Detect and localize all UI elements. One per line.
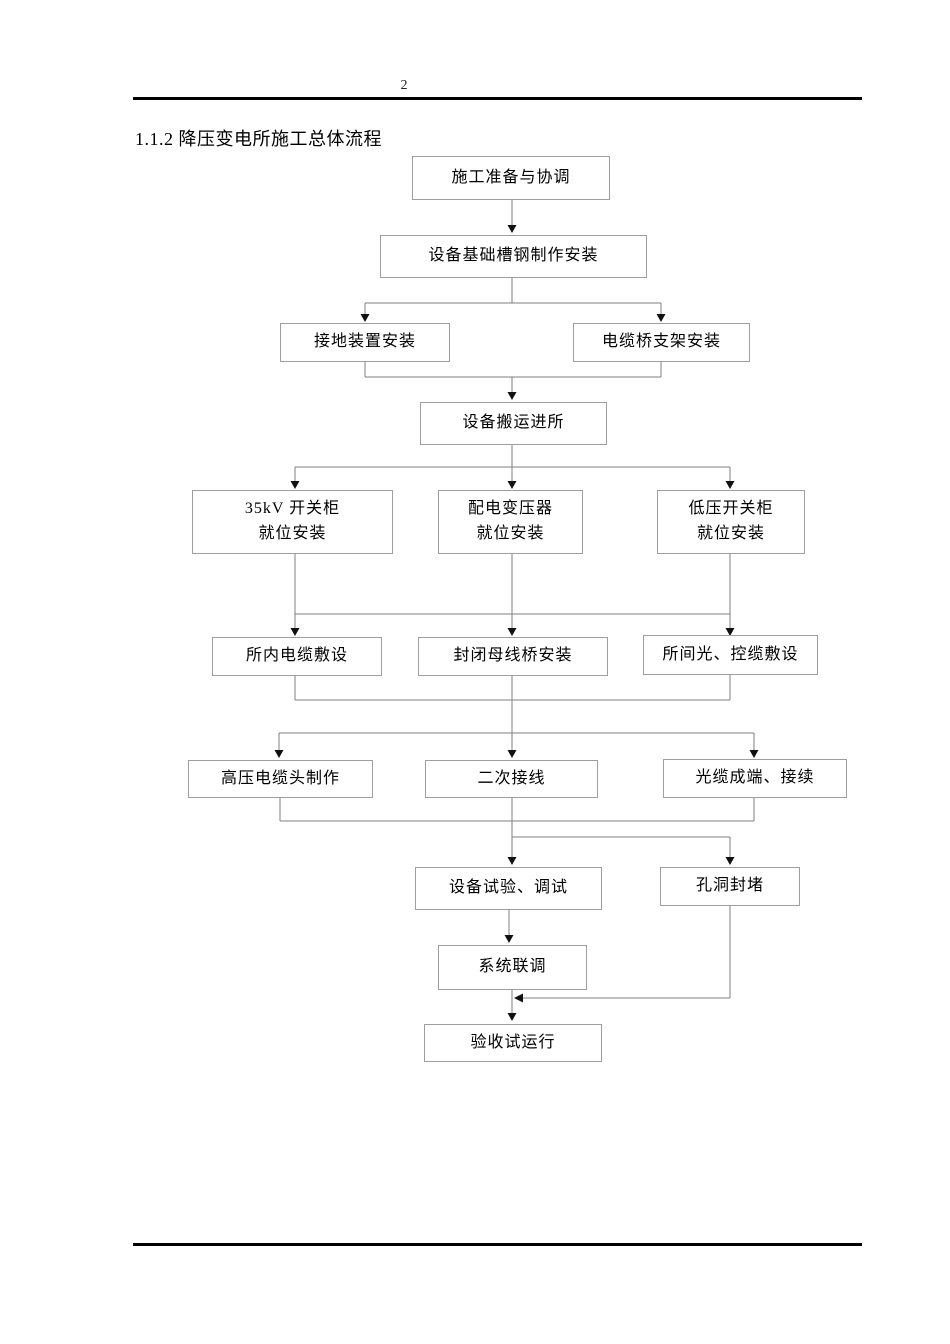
flow-box-transformer: 配电变压器 就位安装 bbox=[438, 490, 583, 554]
page-number: 2 bbox=[400, 78, 408, 93]
footer-rule bbox=[133, 1243, 862, 1246]
flow-box-35kv-switchgear: 35kV 开关柜 就位安装 bbox=[192, 490, 393, 554]
flow-box-foundation: 设备基础槽钢制作安装 bbox=[380, 235, 647, 278]
flow-box-transport: 设备搬运进所 bbox=[420, 402, 607, 445]
flow-box-hv-cable-head: 高压电缆头制作 bbox=[188, 760, 373, 798]
flow-box-system-commissioning: 系统联调 bbox=[438, 945, 587, 990]
flow-box-testing: 设备试验、调试 bbox=[415, 867, 602, 910]
flow-box-cable-laying: 所内电缆敷设 bbox=[212, 637, 382, 676]
flow-box-lv-switchgear: 低压开关柜 就位安装 bbox=[657, 490, 805, 554]
flow-box-acceptance: 验收试运行 bbox=[424, 1024, 602, 1062]
flow-box-cable-bridge: 电缆桥支架安装 bbox=[573, 323, 750, 362]
header-rule bbox=[133, 97, 862, 100]
flow-box-busbar-bridge: 封闭母线桥安装 bbox=[418, 637, 608, 676]
flow-box-prep: 施工准备与协调 bbox=[412, 156, 610, 200]
flow-box-hole-sealing: 孔洞封堵 bbox=[660, 867, 800, 906]
flow-box-grounding: 接地装置安装 bbox=[280, 323, 450, 362]
flow-box-secondary-wiring: 二次接线 bbox=[425, 760, 598, 798]
flow-box-optical-splicing: 光缆成端、接续 bbox=[663, 759, 847, 798]
section-heading: 1.1.2 降压变电所施工总体流程 bbox=[135, 129, 382, 149]
flow-box-optical-control: 所间光、控缆敷设 bbox=[643, 635, 818, 675]
